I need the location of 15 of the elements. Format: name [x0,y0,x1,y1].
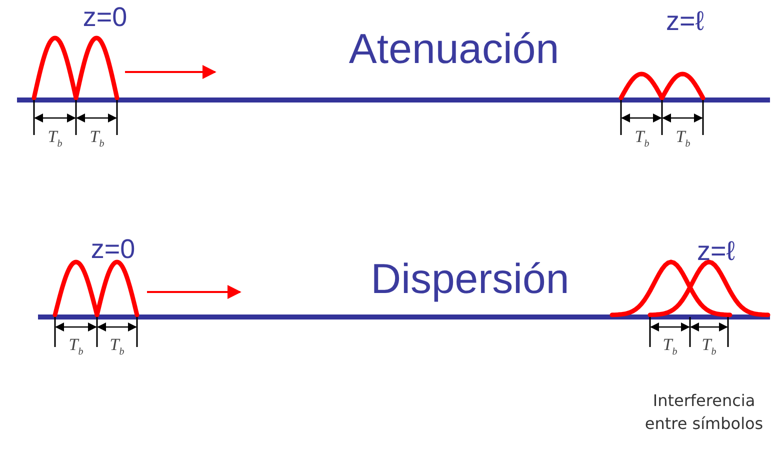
position-label: z=ℓ [666,8,704,35]
position-label: z=ℓ [697,238,735,265]
bit-period-label: T$_{b}$ [702,336,716,358]
position-label: z=0 [82,4,128,31]
title-label: Dispersión [370,258,570,300]
note-text: Interferencia entre símbolos [644,390,764,436]
title-label: Atenuación [348,28,560,70]
bit-period-label: T$_{b}$ [634,128,650,150]
bit-period-label: T$_{b}$ [110,336,124,358]
bit-period-label: T$_{b}$ [48,128,62,150]
bit-period-label: T$_{b}$ [90,128,104,150]
bit-period-label: T$_{b}$ [68,336,84,358]
position-label: z=0 [90,236,136,263]
bit-period-label: T$_{b}$ [676,128,690,150]
bit-period-label: T$_{b}$ [662,336,678,358]
